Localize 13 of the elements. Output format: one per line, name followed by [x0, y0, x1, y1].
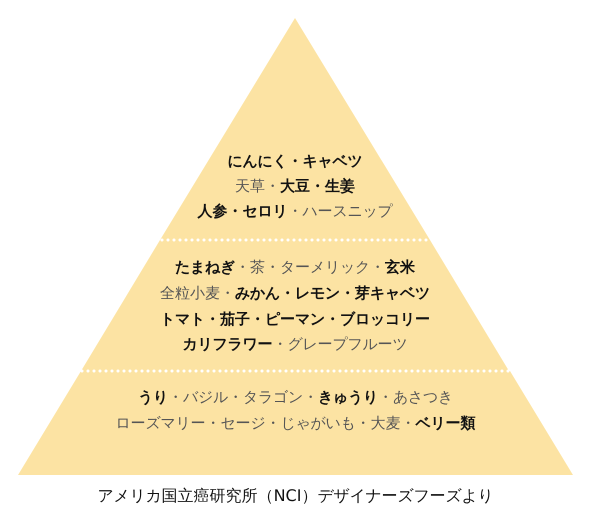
- pyramid-tier: [81, 240, 509, 371]
- food-list: にんにく・キャベツ: [228, 151, 362, 171]
- food-list: ローズマリー・セージ・じゃがいも・大麦・ベリー類: [116, 413, 476, 433]
- food-list: トマト・茄子・ピーマン・ブロッコリー: [160, 309, 430, 329]
- food-list: うり・バジル・タラゴン・きゅうり・あさつき: [138, 387, 453, 407]
- food-list: 人参・セロリ・ハースニップ: [198, 201, 392, 221]
- caption: アメリカ国立癌研究所（NCI）デザイナーズフーズより: [98, 485, 494, 507]
- food-list: 天草・大豆・生姜: [235, 176, 355, 196]
- pyramid-tier: [160, 18, 430, 240]
- food-list: カリフラワー・グレープフルーツ: [182, 334, 408, 354]
- food-list: 全粒小麦・みかん・レモン・芽キャベツ: [160, 283, 430, 303]
- pyramid-tier: [18, 371, 573, 475]
- food-list: たまねぎ・茶・ターメリック・玄米: [175, 257, 415, 277]
